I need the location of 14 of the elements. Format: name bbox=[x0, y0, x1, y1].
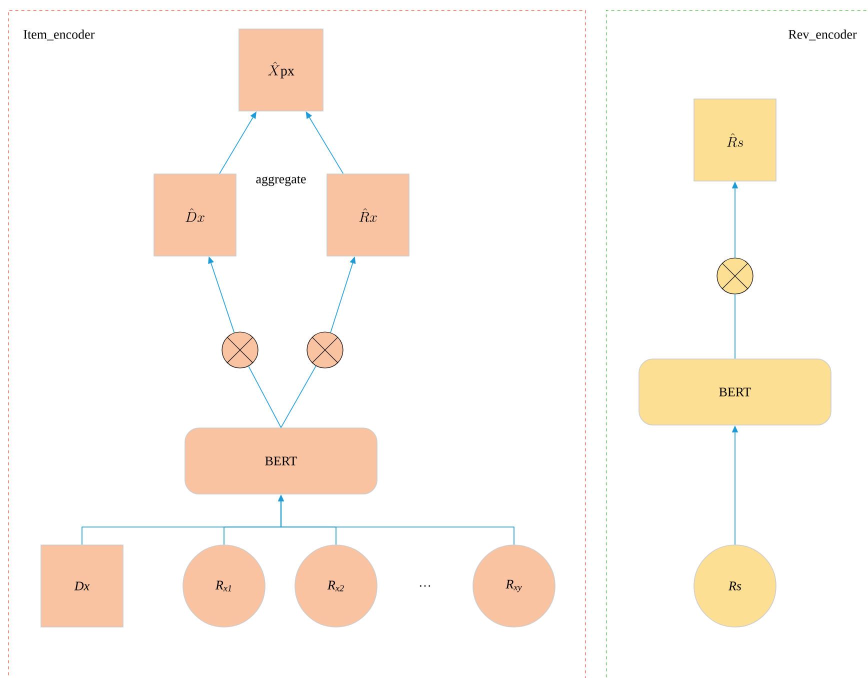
multiply-circle bbox=[222, 332, 258, 368]
text-label: aggregate bbox=[254, 174, 308, 188]
model-box: BERT bbox=[638, 358, 832, 426]
connector-line bbox=[280, 526, 514, 545]
box: Dx bbox=[40, 544, 124, 628]
model-box: BERT bbox=[184, 428, 378, 494]
box: $\hat{D}x$ bbox=[154, 174, 236, 256]
multiply-circle bbox=[306, 332, 344, 368]
box: $\hat{R}s$ bbox=[694, 98, 776, 182]
multiply-circle bbox=[716, 258, 754, 294]
ellipsis: … bbox=[418, 584, 432, 588]
box: $\hat{R}x$ bbox=[326, 174, 410, 256]
connector-line bbox=[224, 526, 282, 545]
box: $\hat{X}\mathrm{px}$ bbox=[238, 28, 324, 112]
